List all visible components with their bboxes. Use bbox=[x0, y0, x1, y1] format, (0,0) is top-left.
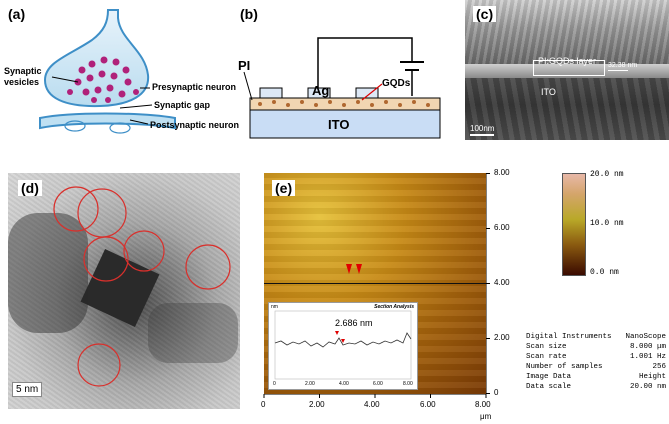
panel-d-label: (d) bbox=[18, 180, 42, 196]
thickness-label: 32.38 nm bbox=[608, 62, 638, 69]
synapse-diagram bbox=[39, 9, 176, 134]
afm-y-tick-6: 6.00 bbox=[494, 223, 510, 232]
layer-label: PI:GQDs layer bbox=[538, 56, 597, 66]
panel-e-label: (e) bbox=[272, 180, 296, 196]
afm-y-tick-8: 8.00 bbox=[494, 168, 510, 177]
presynaptic-label: Presynaptic neuron bbox=[152, 82, 237, 92]
device-diagram bbox=[243, 37, 441, 139]
afm-x-tick-1: 2.00 bbox=[309, 400, 325, 409]
sem-scale-text: 100nm bbox=[470, 124, 495, 133]
afm-y-tick-0: 0 bbox=[494, 388, 499, 397]
colorbar-top: 20.0 nm bbox=[590, 170, 624, 179]
ag-label: Ag bbox=[312, 83, 330, 98]
inset-x-tick-2: 4.00 bbox=[339, 381, 349, 387]
synaptic-vesicles-label: Synaptic vesicles bbox=[4, 66, 42, 87]
panel-c-label: (c) bbox=[473, 6, 497, 22]
colorbar bbox=[562, 173, 586, 276]
gqds-label: GQDs bbox=[382, 78, 411, 89]
afm-y-tick-2: 2.00 bbox=[494, 333, 510, 342]
afm-x-tick-4: 8.00 bbox=[475, 400, 491, 409]
tem-circles bbox=[53, 186, 231, 387]
afm-x-unit: μm bbox=[480, 412, 492, 421]
inset-title: Section Analysis bbox=[374, 304, 414, 310]
afm-x-axis bbox=[263, 394, 487, 398]
inset-x-tick-0: 0 bbox=[273, 381, 276, 387]
colorbar-mid: 10.0 nm bbox=[590, 219, 624, 228]
panel-a-label: (a) bbox=[8, 6, 26, 22]
inset-x-tick-1: 2.00 bbox=[305, 381, 315, 387]
pi-label: PI bbox=[238, 58, 251, 73]
ito-label-c: ITO bbox=[541, 87, 556, 97]
section-analysis-inset: nm Section Analysis 2.686 nm 0 2.00 4.00… bbox=[268, 302, 418, 390]
afm-x-tick-3: 6.00 bbox=[420, 400, 436, 409]
afm-y-tick-4: 4.00 bbox=[494, 278, 510, 287]
afm-x-tick-0: 0 bbox=[261, 400, 266, 409]
postsynaptic-neuron-shape bbox=[39, 112, 176, 130]
inset-x-tick-3: 6.00 bbox=[373, 381, 383, 387]
afm-y-axis bbox=[486, 173, 490, 394]
colorbar-bottom: 0.0 nm bbox=[590, 268, 619, 277]
panel-b-label: (b) bbox=[240, 6, 258, 22]
sem-image bbox=[465, 0, 669, 140]
ito-label-b: ITO bbox=[328, 117, 350, 132]
inset-annotation: 2.686 nm bbox=[335, 318, 373, 328]
inset-x-tick-4: 8.00 bbox=[403, 381, 413, 387]
presynaptic-neuron-shape bbox=[43, 9, 150, 108]
tem-image bbox=[8, 173, 240, 409]
inset-unit: nm bbox=[271, 304, 278, 310]
afm-markers bbox=[346, 264, 362, 274]
sem-scale-bar bbox=[470, 134, 494, 136]
tem-scale: 5 nm bbox=[12, 382, 43, 397]
afm-x-tick-2: 4.00 bbox=[364, 400, 380, 409]
synaptic-gap-label: Synaptic gap bbox=[154, 100, 211, 110]
postsynaptic-label: Postsynaptic neuron bbox=[150, 120, 240, 130]
